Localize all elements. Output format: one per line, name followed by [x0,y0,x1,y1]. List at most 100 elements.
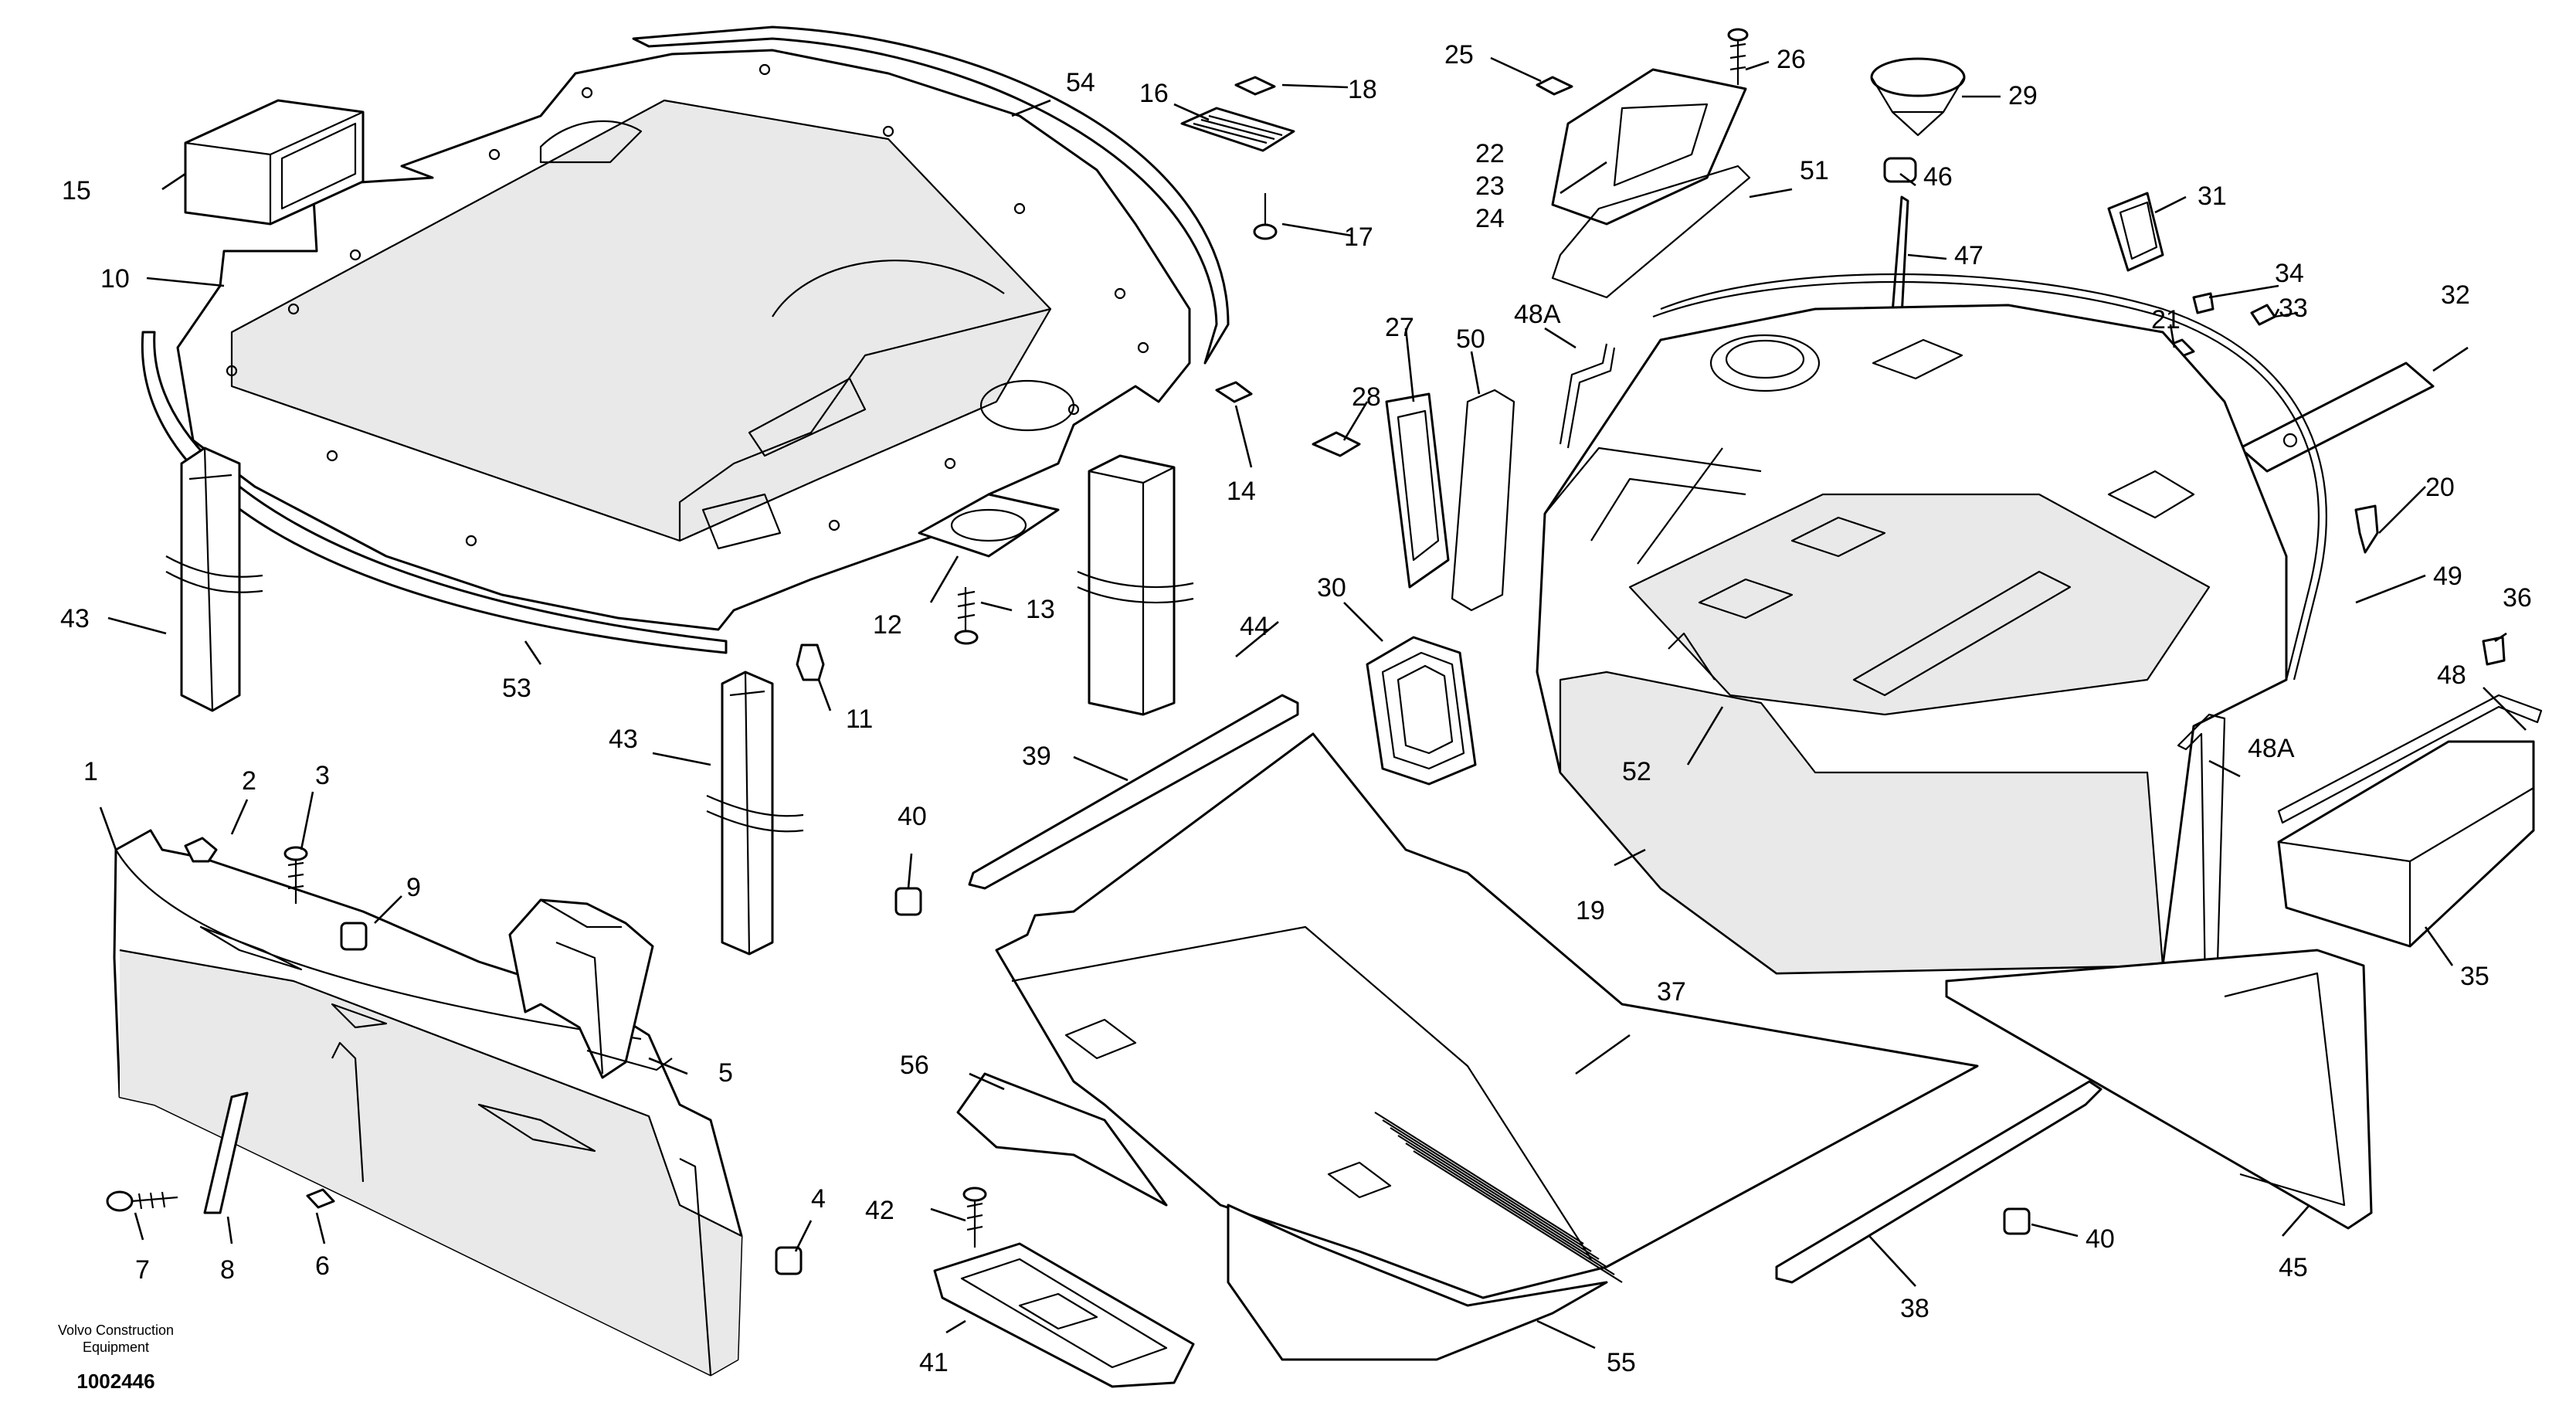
callout-20: 20 [2425,473,2455,502]
callout-17: 17 [1344,222,1373,252]
part-edge-trim-54 [632,25,1230,365]
callout-56: 56 [900,1051,929,1080]
callout-15: 15 [62,176,91,205]
callout-39: 39 [1022,742,1051,771]
callout-5: 5 [718,1058,733,1088]
callout-37: 37 [1657,977,1686,1007]
part-screw-17 [1253,193,1278,240]
callout-48: 48 [2437,660,2466,690]
callout-9: 9 [406,873,421,902]
callout-40-right: 40 [2086,1224,2115,1254]
part-strip-48a-upper [1559,343,1616,449]
callout-16: 16 [1139,79,1169,108]
leader-lines [99,56,2527,1350]
callout-52: 52 [1622,757,1651,786]
part-bracket-31 [2107,192,2164,272]
callout-34: 34 [2275,259,2304,288]
callout-labels: 1 2 3 4 5 6 7 8 9 10 11 12 13 14 15 16 1… [60,40,2532,1377]
part-box-35 [2277,740,2535,948]
callout-30: 30 [1317,573,1346,603]
callout-23: 23 [1475,171,1505,201]
callout-55: 55 [1607,1348,1636,1377]
callout-43-left: 43 [60,604,90,633]
part-tray-41 [933,1242,1195,1388]
callout-45: 45 [2279,1253,2308,1282]
callout-26: 26 [1777,45,1806,74]
callout-27: 27 [1385,313,1414,342]
part-clip-36 [2482,636,2506,666]
callout-21: 21 [2151,305,2181,334]
callout-10: 10 [100,264,130,294]
part-panel-56 [956,1072,1168,1207]
part-clip-20 [2354,504,2379,554]
part-clip-2 [184,837,218,863]
callout-2: 2 [242,766,256,796]
part-grille-16 [1180,107,1295,152]
part-gasket-51 [1551,165,1751,299]
callout-31: 31 [2198,182,2227,211]
part-lower-panel-1 [113,829,743,1377]
callout-41: 41 [919,1348,949,1377]
part-panel-27 [1385,392,1450,589]
part-plug-4 [775,1246,803,1275]
part-column-43-left [165,446,263,712]
part-box-15 [184,99,365,226]
callout-53: 53 [502,674,531,703]
callout-11: 11 [846,704,873,734]
part-screw-3 [283,846,308,904]
callout-4: 4 [811,1184,826,1214]
callout-18: 18 [1348,75,1377,104]
callout-40-left: 40 [898,802,927,831]
callout-51: 51 [1800,156,1829,185]
callout-42: 42 [865,1196,894,1225]
part-clip-28 [1312,431,1361,457]
part-screw-7 [106,1190,178,1212]
part-grommet-46 [1883,157,1917,183]
part-bracket-5 [508,898,673,1079]
callout-48a-lower: 48A [2248,734,2295,763]
callout-29: 29 [2008,81,2038,110]
callout-19: 19 [1576,896,1605,925]
footer-brand: Volvo Construction Equipment 1002446 [58,1322,174,1393]
callout-25: 25 [1444,40,1474,70]
callout-7: 7 [135,1255,150,1285]
part-trim-49 [1652,273,2327,681]
part-gasket-50 [1451,389,1515,612]
callout-47: 47 [1954,241,1984,270]
callout-49: 49 [2433,562,2462,591]
callout-48a-upper: 48A [1514,300,1561,329]
part-nut-14 [1215,381,1253,403]
part-clip-11 [796,643,825,681]
part-strip-39 [968,694,1299,890]
part-duct-seal-30 [1366,636,1477,786]
part-roof-liner [176,49,1191,631]
callout-44: 44 [1240,612,1269,641]
part-floor-mat-37 [995,732,1979,1299]
part-plug-40-right [2003,1207,2031,1235]
callout-38: 38 [1900,1294,1929,1323]
part-hose-47 [1891,195,1909,318]
part-screw-26 [1727,28,1749,85]
part-column-44 [1077,454,1194,716]
callout-54: 54 [1066,68,1095,97]
callout-33: 33 [2279,294,2308,323]
part-nut-18 [1234,76,1276,96]
part-console-19 [1536,304,2288,975]
callout-1: 1 [83,757,98,786]
callout-36: 36 [2503,583,2532,613]
part-screw-13 [954,587,979,645]
part-cap-29 [1870,57,1966,137]
callout-12: 12 [873,610,902,640]
callout-28: 28 [1352,382,1381,412]
part-strip-8 [203,1092,249,1214]
part-bracket-32 [2238,362,2435,473]
callout-46: 46 [1923,162,1953,192]
callout-50: 50 [1456,324,1485,354]
part-plate-12 [918,493,1060,558]
brand-line-2: Equipment [83,1339,149,1355]
callout-35: 35 [2460,962,2489,991]
callout-8: 8 [220,1255,235,1285]
part-mat-55 [1227,1204,1608,1361]
part-column-43-mid [706,671,804,956]
